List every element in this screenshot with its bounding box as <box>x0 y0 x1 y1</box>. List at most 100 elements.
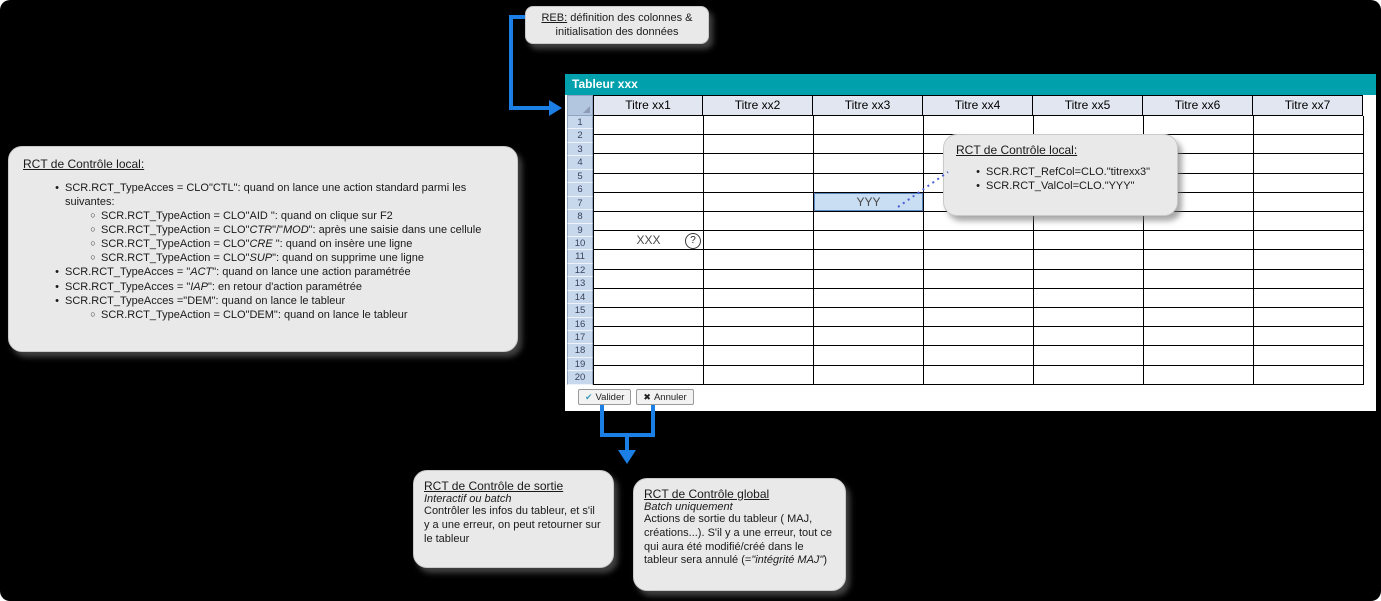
grid-cell[interactable] <box>814 231 924 251</box>
grid-cell[interactable] <box>594 135 704 155</box>
grid-cell[interactable] <box>594 327 704 347</box>
grid-cell[interactable] <box>704 250 814 270</box>
grid-cell[interactable] <box>1254 154 1364 174</box>
grid-cell[interactable] <box>814 173 924 193</box>
question-mark-icon[interactable]: ? <box>685 233 701 250</box>
row-number[interactable]: 16 <box>567 317 593 331</box>
grid-cell[interactable] <box>1254 327 1364 347</box>
grid-cell[interactable] <box>594 212 704 232</box>
grid-cell[interactable] <box>704 327 814 347</box>
row-number[interactable]: 17 <box>567 331 593 345</box>
row-number[interactable]: 9 <box>567 223 593 237</box>
grid-cell[interactable] <box>594 192 704 213</box>
column-header[interactable]: Titre xx2 <box>703 95 813 116</box>
grid-cell[interactable] <box>1034 365 1144 385</box>
grid-cell[interactable] <box>814 288 924 309</box>
row-number[interactable]: 8 <box>567 210 593 224</box>
grid-cell[interactable] <box>704 365 814 385</box>
grid-cell[interactable] <box>1144 346 1254 366</box>
grid-cell[interactable] <box>814 327 924 347</box>
grid-cell[interactable] <box>594 154 704 174</box>
column-header[interactable]: Titre xx7 <box>1253 95 1363 116</box>
grid-cell[interactable] <box>924 116 1034 136</box>
grid-cell[interactable] <box>814 250 924 270</box>
row-number[interactable]: 10 <box>567 236 593 251</box>
row-number[interactable]: 5 <box>567 169 593 184</box>
column-header[interactable]: Titre xx6 <box>1143 95 1253 116</box>
grid-cell[interactable]: YYY <box>814 192 924 213</box>
grid-cell[interactable]: XXX? <box>594 231 704 251</box>
grid-cell[interactable] <box>924 231 1034 251</box>
grid-cell[interactable] <box>704 154 814 174</box>
grid-cell[interactable] <box>1254 212 1364 232</box>
grid-cell[interactable] <box>1254 192 1364 213</box>
grid-cell[interactable] <box>1034 308 1144 328</box>
grid-cell[interactable] <box>924 269 1034 289</box>
grid-cell[interactable] <box>704 135 814 155</box>
grid-cell[interactable] <box>704 212 814 232</box>
grid-cell[interactable] <box>1254 346 1364 366</box>
grid-cell[interactable] <box>704 231 814 251</box>
grid-cell[interactable] <box>924 212 1034 232</box>
grid-cell[interactable] <box>704 288 814 309</box>
grid-cell[interactable] <box>1034 250 1144 270</box>
grid-cell[interactable] <box>814 365 924 385</box>
row-number[interactable]: 12 <box>567 263 593 278</box>
grid-cell[interactable] <box>1144 212 1254 232</box>
row-number[interactable]: 3 <box>567 142 593 157</box>
grid-cell[interactable] <box>814 212 924 232</box>
grid-cell[interactable] <box>1144 231 1254 251</box>
grid-cell[interactable] <box>1254 135 1364 155</box>
grid-cell[interactable] <box>814 116 924 136</box>
grid-cell[interactable] <box>1144 288 1254 309</box>
grid-cell[interactable] <box>594 346 704 366</box>
row-number[interactable]: 14 <box>567 290 593 305</box>
grid-cell[interactable] <box>1254 365 1364 385</box>
grid-cell[interactable] <box>1144 308 1254 328</box>
row-number[interactable]: 19 <box>567 357 593 372</box>
grid-cell[interactable] <box>1254 308 1364 328</box>
grid-cell[interactable] <box>594 288 704 309</box>
grid-cell[interactable] <box>1144 135 1254 155</box>
grid-cell[interactable] <box>704 346 814 366</box>
grid-cell[interactable] <box>814 308 924 328</box>
grid-cell[interactable] <box>924 346 1034 366</box>
grid-cell[interactable] <box>1034 288 1144 309</box>
annuler-button[interactable]: ✖Annuler <box>636 389 694 405</box>
row-number[interactable]: 13 <box>567 277 593 291</box>
grid-cell[interactable] <box>704 116 814 136</box>
grid-cell[interactable] <box>1144 269 1254 289</box>
grid-cell[interactable] <box>1254 116 1364 136</box>
grid-cell[interactable] <box>1144 154 1254 174</box>
grid-cell[interactable] <box>814 269 924 289</box>
row-number[interactable]: 6 <box>567 183 593 197</box>
grid-cell[interactable] <box>1254 288 1364 309</box>
grid-cell[interactable] <box>814 154 924 174</box>
select-all-corner-cell[interactable] <box>567 95 593 116</box>
grid-cell[interactable] <box>594 308 704 328</box>
grid-cell[interactable] <box>1034 327 1144 347</box>
grid-cell[interactable] <box>924 365 1034 385</box>
grid-cell[interactable] <box>594 116 704 136</box>
grid-cell[interactable] <box>1034 346 1144 366</box>
grid-cell[interactable] <box>704 269 814 289</box>
grid-cell[interactable] <box>1254 231 1364 251</box>
row-number[interactable]: 15 <box>567 304 593 318</box>
grid-cell[interactable] <box>594 269 704 289</box>
grid-cell[interactable] <box>1034 269 1144 289</box>
column-header[interactable]: Titre xx3 <box>813 95 923 116</box>
grid-cell[interactable] <box>1144 365 1254 385</box>
row-number[interactable]: 20 <box>567 371 593 385</box>
grid-cell[interactable] <box>924 327 1034 347</box>
grid-cell[interactable] <box>924 308 1034 328</box>
grid-cell[interactable] <box>594 365 704 385</box>
row-number[interactable]: 4 <box>567 156 593 170</box>
grid-cell[interactable] <box>814 346 924 366</box>
grid-cell[interactable] <box>814 135 924 155</box>
grid-cell[interactable] <box>924 288 1034 309</box>
grid-cell[interactable] <box>704 192 814 213</box>
grid-cell[interactable] <box>924 250 1034 270</box>
grid-cell[interactable] <box>1254 173 1364 193</box>
grid-cell[interactable] <box>704 173 814 193</box>
grid-cell[interactable] <box>1144 173 1254 193</box>
